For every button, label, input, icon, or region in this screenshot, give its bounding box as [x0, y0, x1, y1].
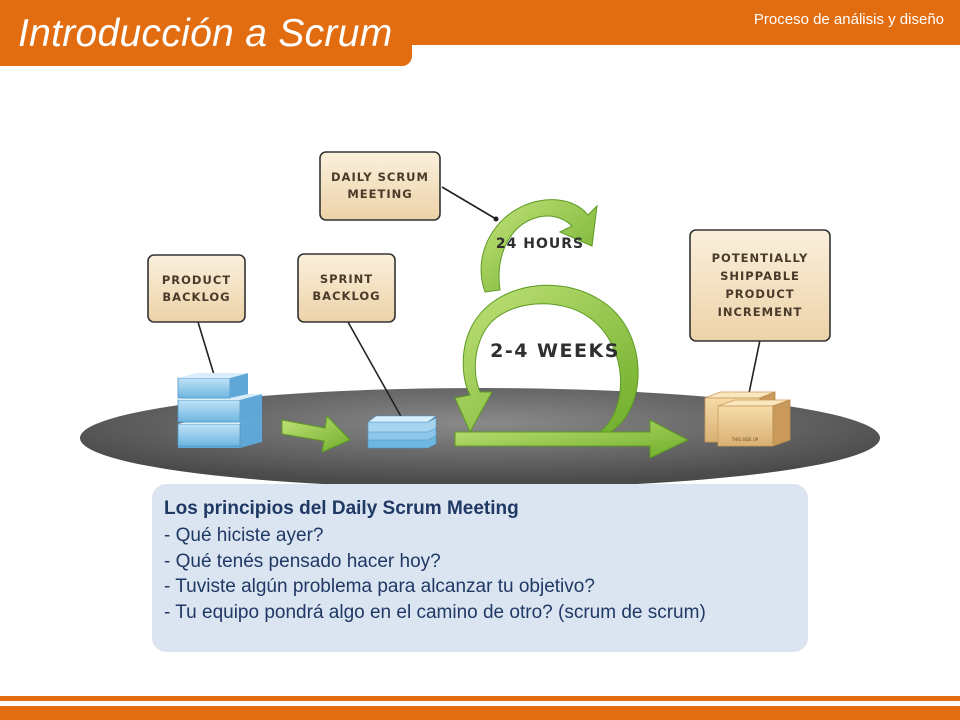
arrow-to-sprint [281, 414, 351, 453]
sprint-cycle-arrow [454, 199, 690, 459]
info-item: - Tu equipo pondrá algo en el camino de … [164, 601, 706, 623]
slide-subtitle: Proceso de análisis y diseño [753, 11, 944, 28]
info-item: - Qué hiciste ayer? [164, 525, 324, 546]
hours-label: 24 HOURS [496, 236, 584, 252]
footer-line [0, 696, 960, 701]
increment-label: POTENTIALLY SHIPPABLE PRODUCT INCREMENT [689, 229, 831, 342]
product-backlog-line1: PRODUCT [162, 273, 231, 287]
increment-line3: PRODUCT [725, 287, 794, 301]
info-item: - Tuviste algún problema para alcanzar t… [164, 576, 595, 597]
box-print: THIS SIDE UP [731, 437, 759, 442]
title-tab: Introducción a Scrum [0, 0, 412, 66]
product-backlog-line2: BACKLOG [162, 290, 230, 304]
info-item: - Qué tenés pensado hacer hoy? [164, 550, 441, 572]
info-box: Los principios del Daily Scrum Meeting -… [152, 484, 808, 652]
weeks-label: 2-4 WEEKS [490, 340, 620, 362]
slide-title: Introducción a Scrum [18, 12, 393, 55]
sprint-backlog-line2: BACKLOG [312, 289, 380, 303]
increment-line1: POTENTIALLY [712, 251, 809, 265]
daily-meeting-label: DAILY SCRUM MEETING [319, 151, 441, 221]
shipping-boxes: THIS SIDE UP [704, 391, 791, 447]
daily-meeting-line2: MEETING [347, 187, 412, 201]
increment-line2: SHIPPABLE [720, 269, 800, 283]
footer-bar [0, 706, 960, 720]
pointer-dot-daily [493, 216, 499, 222]
info-heading: Los principios del Daily Scrum Meeting [164, 498, 519, 519]
product-backlog-label: PRODUCT BACKLOG [147, 254, 246, 323]
sprint-backlog-line1: SPRINT [320, 272, 373, 286]
daily-meeting-line1: DAILY SCRUM [331, 170, 429, 184]
increment-line4: INCREMENT [718, 305, 803, 319]
sprint-backlog-stack [367, 415, 437, 449]
sprint-backlog-label: SPRINT BACKLOG [297, 253, 396, 323]
product-backlog-stack [177, 373, 262, 448]
pointer-lines [197, 186, 761, 421]
